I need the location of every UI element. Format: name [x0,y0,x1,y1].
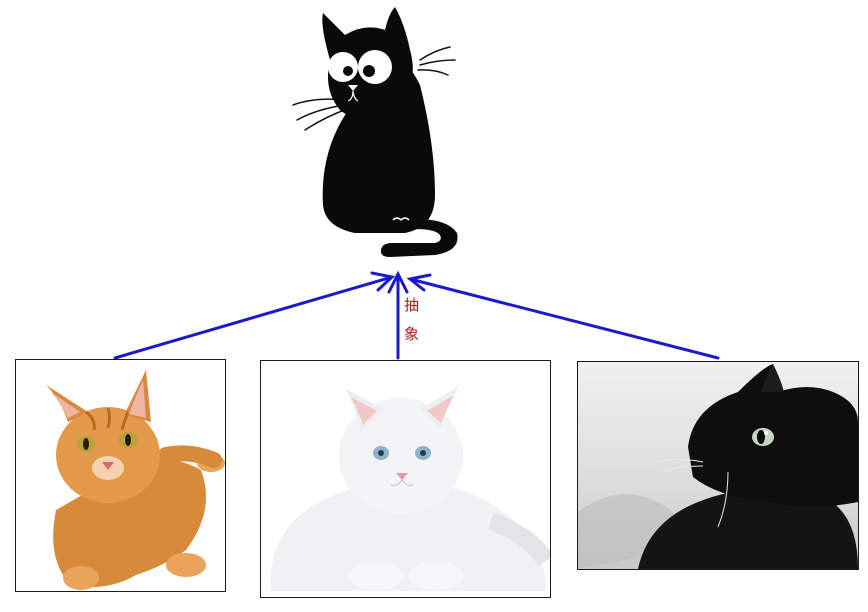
black-cat-photo [577,361,859,570]
arrow-right [408,277,720,360]
arrow-center-head [387,270,409,294]
abstraction-label: 抽象 [402,297,420,355]
orange-tabby-cat-photo [15,359,226,592]
cartoon-black-cat [292,7,458,257]
arrow-right-head [406,273,432,292]
black-cat-image [578,362,858,569]
arrow-left-head [370,271,396,292]
arrow-left [113,275,394,360]
orange-tabby-cat-image [16,360,225,591]
white-persian-cat-image [261,361,550,597]
white-persian-cat-photo [260,360,551,598]
